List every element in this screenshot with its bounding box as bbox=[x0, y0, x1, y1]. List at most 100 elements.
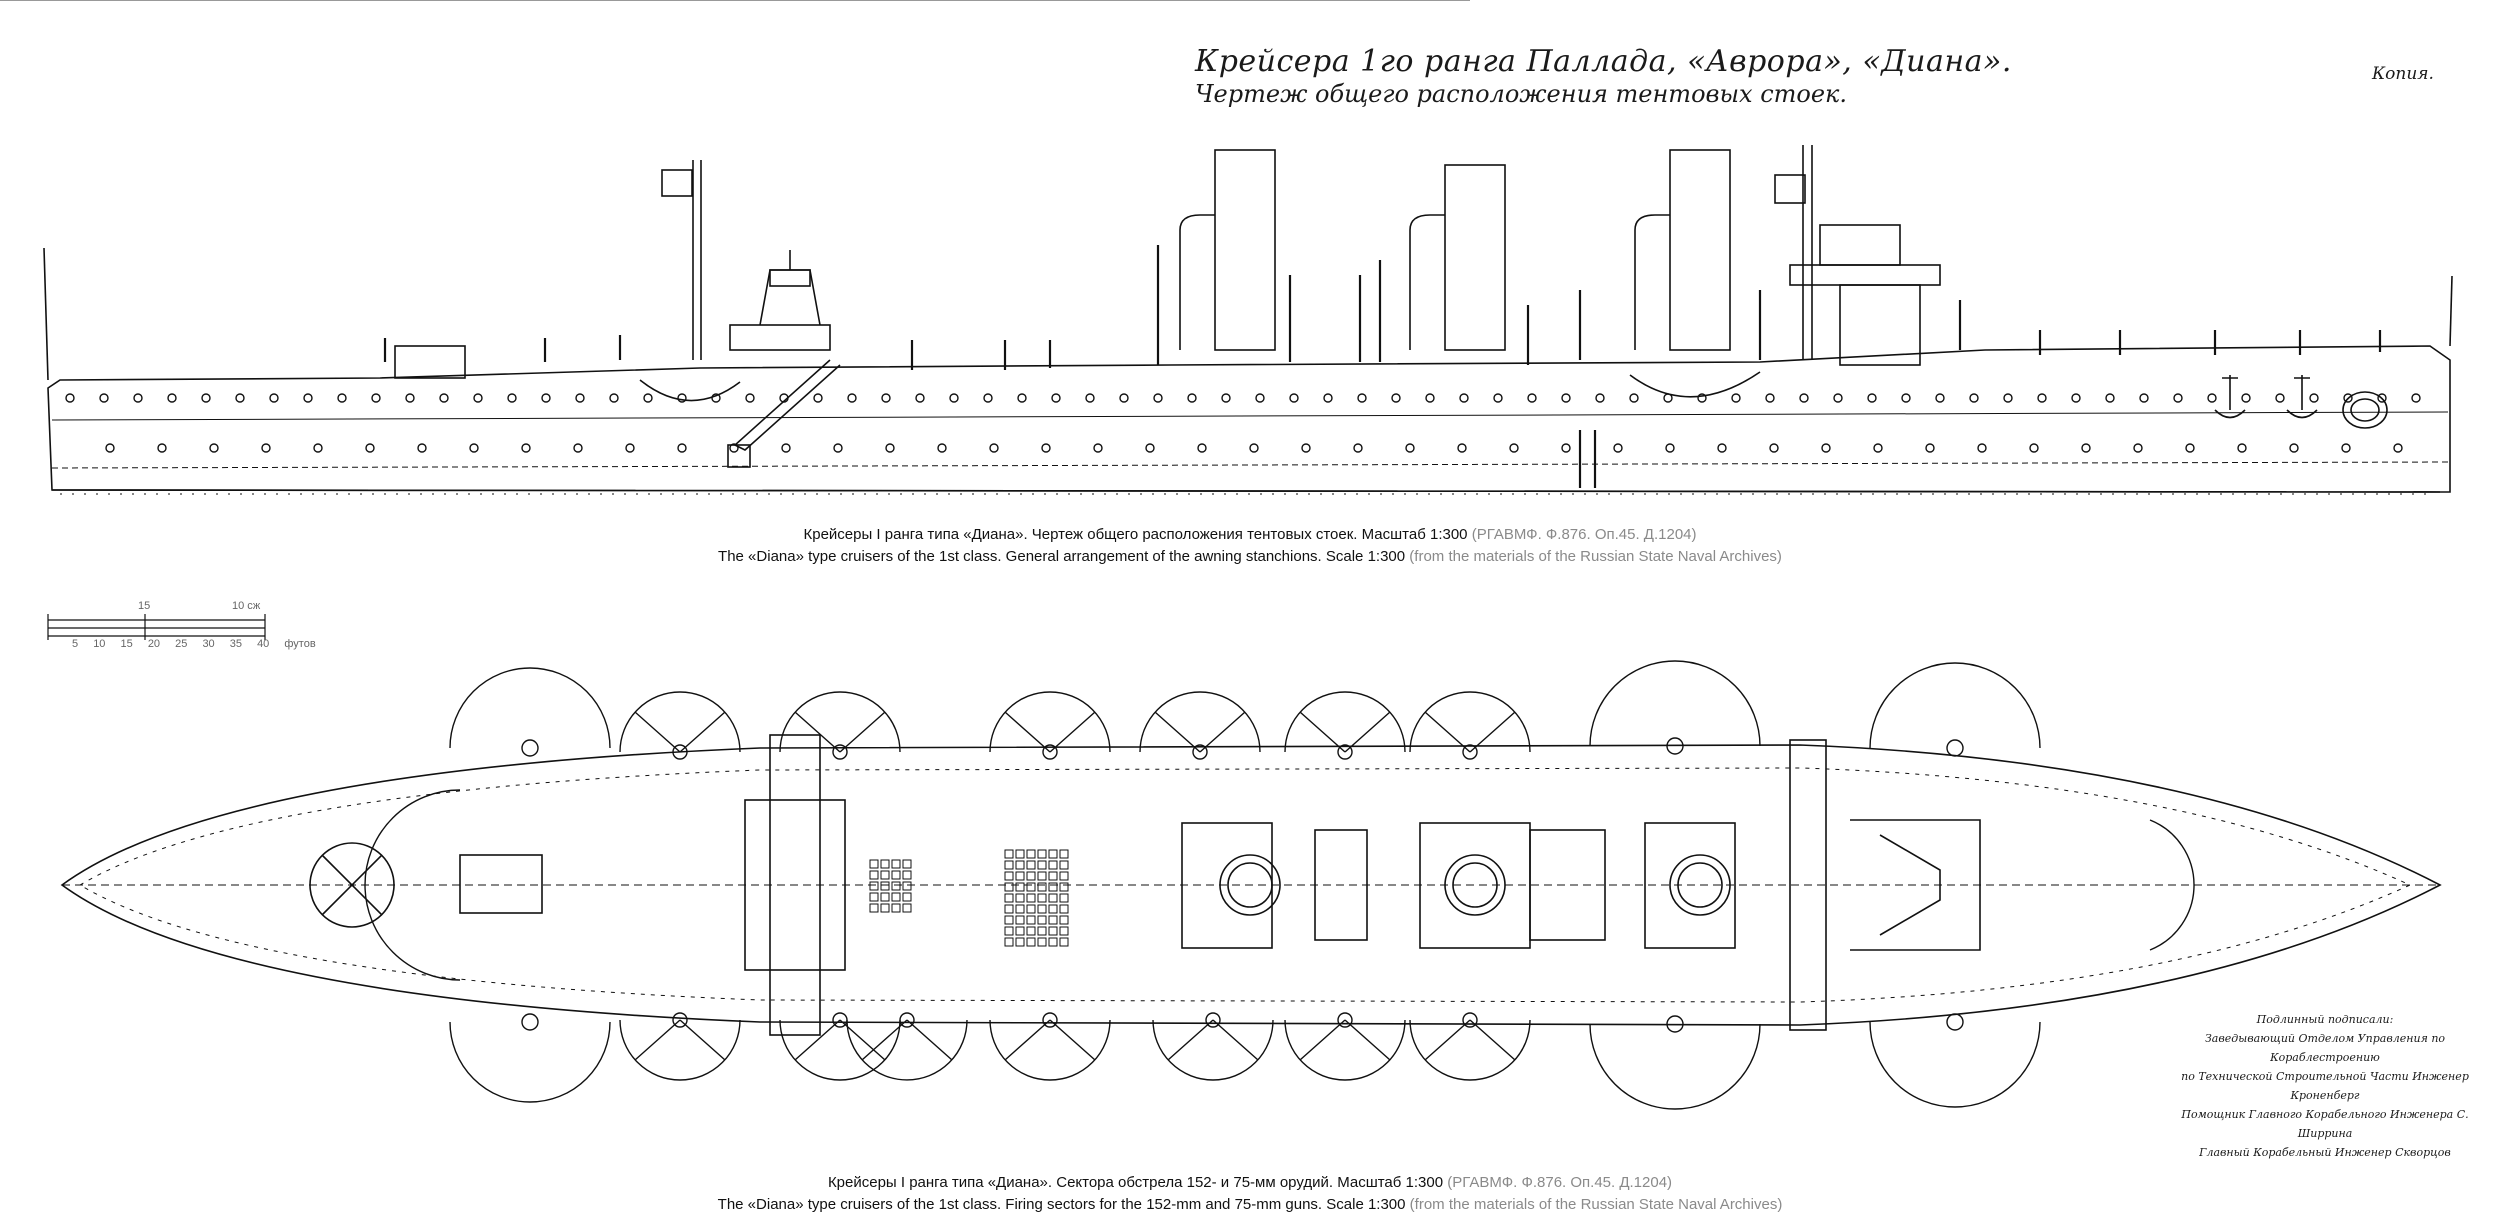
porthole bbox=[365, 443, 375, 453]
rack-cell bbox=[1059, 860, 1069, 870]
gun-152mm bbox=[1946, 1013, 1964, 1031]
porthole bbox=[949, 393, 959, 403]
scale-bar-label-15: 15 bbox=[138, 600, 151, 612]
rack-cell bbox=[1037, 904, 1047, 914]
porthole bbox=[1221, 393, 1231, 403]
porthole bbox=[1255, 393, 1265, 403]
porthole bbox=[1357, 393, 1367, 403]
gun-152mm bbox=[1666, 737, 1684, 755]
porthole bbox=[1665, 443, 1675, 453]
porthole bbox=[1977, 443, 1987, 453]
rack-cell bbox=[1048, 871, 1058, 881]
rack-cell bbox=[1059, 937, 1069, 947]
rack-cell bbox=[869, 881, 879, 891]
firing-sector-152mm bbox=[449, 1021, 611, 1103]
rack-cell bbox=[1026, 893, 1036, 903]
porthole bbox=[1187, 393, 1197, 403]
gun-75mm bbox=[832, 744, 848, 760]
porthole bbox=[507, 393, 517, 403]
rack-cell bbox=[1026, 904, 1036, 914]
scale-bar-label-10: 10 сж bbox=[232, 600, 261, 612]
porthole bbox=[1527, 393, 1537, 403]
rack-cell bbox=[1037, 860, 1047, 870]
gun-75mm bbox=[672, 744, 688, 760]
porthole bbox=[541, 393, 551, 403]
rack-cell bbox=[869, 870, 879, 880]
rack-cell bbox=[891, 892, 901, 902]
sector-limit bbox=[1424, 1019, 1471, 1061]
rack-cell bbox=[891, 903, 901, 913]
rack-cell bbox=[1037, 893, 1047, 903]
porthole bbox=[167, 393, 177, 403]
rack-cell bbox=[1004, 849, 1014, 859]
rack-cell bbox=[1015, 926, 1025, 936]
firing-sector-152mm bbox=[1589, 1023, 1761, 1110]
rack-cell bbox=[1059, 849, 1069, 859]
porthole bbox=[1391, 393, 1401, 403]
rack-cell bbox=[902, 903, 912, 913]
firing-sector-152mm bbox=[1589, 660, 1761, 747]
porthole bbox=[729, 443, 739, 453]
porthole bbox=[1017, 393, 1027, 403]
firing-sector-75mm bbox=[989, 691, 1111, 753]
porthole bbox=[989, 443, 999, 453]
rack-cell bbox=[1037, 937, 1047, 947]
sector-limit bbox=[1424, 711, 1471, 753]
rack-cell bbox=[1015, 893, 1025, 903]
porthole bbox=[303, 393, 313, 403]
gun-152mm bbox=[1666, 1015, 1684, 1033]
sector-limit bbox=[679, 1019, 726, 1061]
porthole bbox=[209, 443, 219, 453]
porthole bbox=[417, 443, 427, 453]
porthole bbox=[781, 443, 791, 453]
sector-limit bbox=[1299, 711, 1346, 753]
gun-75mm bbox=[1337, 744, 1353, 760]
porthole bbox=[745, 393, 755, 403]
drawing-title: Крейсера 1го ранга Паллада, «Аврора», «Д… bbox=[1195, 44, 2012, 79]
gun-152mm bbox=[521, 1013, 539, 1031]
sector-limit bbox=[1344, 1019, 1391, 1061]
rack-cell bbox=[1059, 904, 1069, 914]
gun-75mm bbox=[832, 1012, 848, 1028]
firing-sector-75mm bbox=[1139, 691, 1261, 753]
rack-cell bbox=[1026, 915, 1036, 925]
profile-caption-en: The «Diana» type cruisers of the 1st cla… bbox=[718, 548, 1782, 565]
firing-sector-152mm-stern bbox=[364, 789, 461, 981]
plan-caption-ru: Крейсеры I ранга типа «Диана». Сектора о… bbox=[827, 1174, 1673, 1191]
porthole bbox=[2289, 443, 2299, 453]
porthole bbox=[1145, 443, 1155, 453]
gun-75mm bbox=[1462, 1012, 1478, 1028]
porthole bbox=[625, 443, 635, 453]
porthole bbox=[371, 393, 381, 403]
firing-sector-152mm bbox=[1869, 662, 2041, 749]
rack-cell bbox=[1048, 915, 1058, 925]
rack-cell bbox=[1015, 937, 1025, 947]
rack-cell bbox=[1048, 860, 1058, 870]
gun-75mm bbox=[1192, 744, 1208, 760]
firing-sector-152mm bbox=[449, 667, 611, 749]
rack-cell bbox=[902, 892, 912, 902]
rack-cell bbox=[1026, 937, 1036, 947]
firing-sector-75mm bbox=[779, 1019, 901, 1081]
porthole bbox=[1041, 443, 1051, 453]
rack-cell bbox=[1004, 860, 1014, 870]
rack-cell bbox=[1048, 926, 1058, 936]
rack-cell bbox=[1026, 871, 1036, 881]
rack-cell bbox=[1037, 871, 1047, 881]
porthole bbox=[643, 393, 653, 403]
firing-sector-75mm bbox=[619, 1019, 741, 1081]
rack-cell bbox=[1004, 915, 1014, 925]
porthole bbox=[99, 393, 109, 403]
porthole bbox=[439, 393, 449, 403]
porthole bbox=[711, 393, 721, 403]
firing-sector-75mm bbox=[1409, 1019, 1531, 1081]
porthole bbox=[1595, 393, 1605, 403]
sector-limit bbox=[839, 711, 886, 753]
sector-limit bbox=[1049, 711, 1096, 753]
sector-limit bbox=[794, 711, 841, 753]
firing-sector-75mm bbox=[779, 691, 901, 753]
porthole bbox=[1249, 443, 1259, 453]
firing-sector-75mm bbox=[1152, 1019, 1274, 1081]
porthole bbox=[2071, 393, 2081, 403]
porthole bbox=[235, 393, 245, 403]
